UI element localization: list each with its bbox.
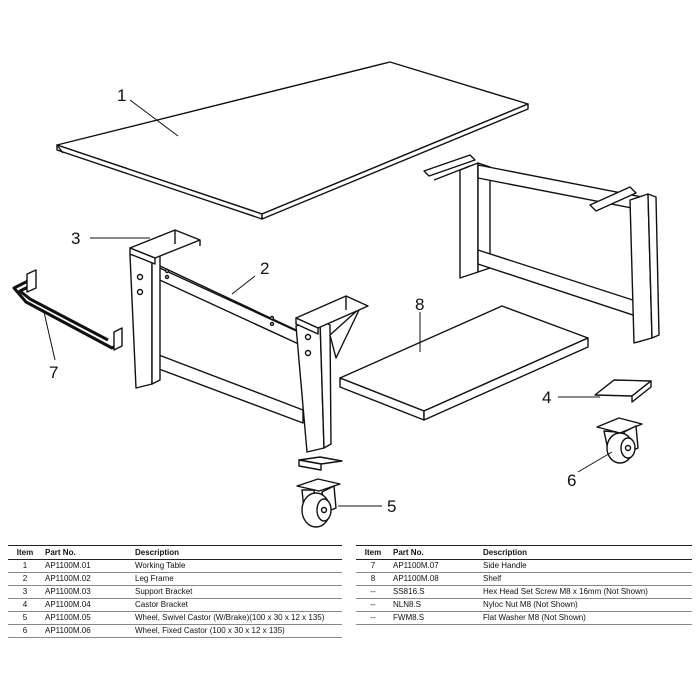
leader-line [577, 451, 613, 473]
description-cell: Nyloc Nut M8 (Not Shown) [480, 598, 692, 612]
callout-5: 5 [387, 497, 396, 516]
part-no-cell: NLN8.S [390, 598, 480, 612]
callout-7: 7 [49, 363, 58, 382]
callout-8: 8 [415, 295, 424, 314]
leg-frame-part [129, 249, 361, 453]
table-row: 1 AP1100M.01 Working Table [8, 559, 342, 573]
leader-line [43, 311, 56, 361]
column-header-item: Item [8, 545, 42, 560]
description-cell: Side Handle [480, 559, 692, 573]
table-row: 6 AP1100M.06 Wheel, Fixed Castor (100 x … [8, 624, 342, 638]
parts-table-left: Item Part No. Description 1 AP1100M.01 W… [8, 545, 342, 638]
part-no-cell: AP1100M.03 [42, 585, 132, 599]
item-cell: 8 [356, 572, 390, 586]
item-cell: 3 [8, 585, 42, 599]
leader-line [129, 99, 179, 137]
leader-line [231, 275, 256, 295]
parts-table-right: Item Part No. Description 7 AP1100M.07 S… [356, 545, 692, 625]
table-row: -- NLN8.S Nyloc Nut M8 (Not Shown) [356, 598, 692, 612]
column-header-part-no: Part No. [390, 545, 480, 560]
column-header-part-no: Part No. [42, 545, 132, 560]
working-table-part [56, 61, 529, 220]
table-row: 4 AP1100M.04 Castor Bracket [8, 598, 342, 612]
table-row: -- SS816.S Hex Head Set Screw M8 x 16mm … [356, 585, 692, 599]
column-header-description: Description [132, 545, 342, 560]
column-header-item: Item [356, 545, 390, 560]
part-no-cell: AP1100M.05 [42, 611, 132, 625]
support-bracket-part [129, 229, 369, 335]
page-crop-edge [0, 649, 700, 700]
item-cell: -- [356, 585, 390, 599]
description-cell: Wheel, Swivel Castor (W/Brake)(100 x 30 … [132, 611, 342, 625]
part-no-cell: SS816.S [390, 585, 480, 599]
description-cell: Working Table [132, 559, 342, 573]
callout-4: 4 [542, 388, 551, 407]
callout-2: 2 [260, 259, 269, 278]
description-cell: Flat Washer M8 (Not Shown) [480, 611, 692, 625]
swivel-castor-part [296, 478, 341, 528]
item-cell: -- [356, 598, 390, 612]
side-handle-part [12, 269, 123, 351]
table-row: 3 AP1100M.03 Support Bracket [8, 585, 342, 599]
part-no-cell: AP1100M.02 [42, 572, 132, 586]
item-cell: 6 [8, 624, 42, 638]
assembled-frame-part [423, 154, 660, 344]
table-row: 5 AP1100M.05 Wheel, Swivel Castor (W/Bra… [8, 611, 342, 625]
shelf-part [339, 305, 589, 421]
column-header-description: Description [480, 545, 692, 560]
callout-1: 1 [117, 86, 126, 105]
part-no-cell: FWM8.S [390, 611, 480, 625]
table-row: 7 AP1100M.07 Side Handle [356, 559, 692, 573]
item-cell: 4 [8, 598, 42, 612]
description-cell: Support Bracket [132, 585, 342, 599]
fixed-castor-part [596, 417, 643, 464]
description-cell: Shelf [480, 572, 692, 586]
description-cell: Castor Bracket [132, 598, 342, 612]
part-no-cell: AP1100M.06 [42, 624, 132, 638]
item-cell: 5 [8, 611, 42, 625]
item-cell: 7 [356, 559, 390, 573]
table-row: 8 AP1100M.08 Shelf [356, 572, 692, 586]
part-no-cell: AP1100M.07 [390, 559, 480, 573]
part-no-cell: AP1100M.04 [42, 598, 132, 612]
table-row: 2 AP1100M.02 Leg Frame [8, 572, 342, 586]
item-cell: 1 [8, 559, 42, 573]
table-row: -- FWM8.S Flat Washer M8 (Not Shown) [356, 611, 692, 625]
item-cell: 2 [8, 572, 42, 586]
castor-bracket-part [298, 379, 652, 471]
description-cell: Leg Frame [132, 572, 342, 586]
part-no-cell: AP1100M.01 [42, 559, 132, 573]
table-header-row: Item Part No. Description [356, 545, 692, 560]
part-no-cell: AP1100M.08 [390, 572, 480, 586]
exploded-diagram: 1 2 3 4 5 6 7 8 [12, 61, 660, 528]
description-cell: Wheel, Fixed Castor (100 x 30 x 12 x 135… [132, 624, 342, 638]
callout-6: 6 [567, 471, 576, 490]
item-cell: -- [356, 611, 390, 625]
table-header-row: Item Part No. Description [8, 545, 342, 560]
description-cell: Hex Head Set Screw M8 x 16mm (Not Shown) [480, 585, 692, 599]
callout-3: 3 [71, 229, 80, 248]
